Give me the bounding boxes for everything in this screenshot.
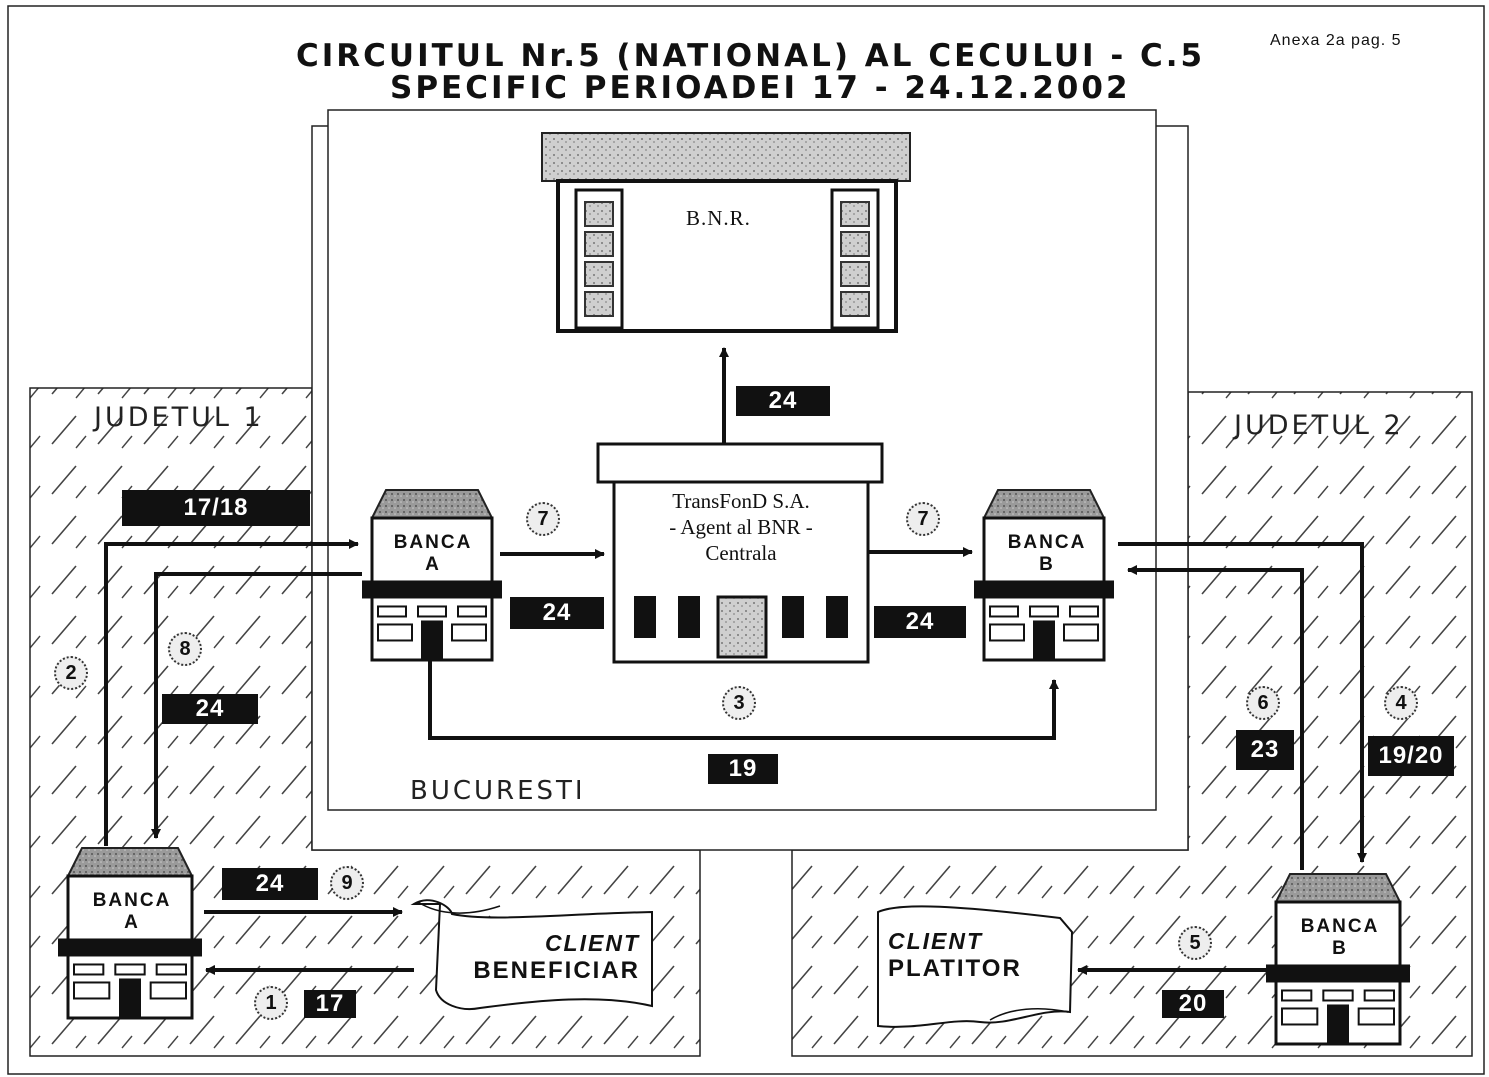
banca-a-center-building[interactable]: [362, 489, 502, 662]
banca-a-center-name: BANCA: [393, 532, 473, 553]
banca-b-local-building[interactable]: [1266, 873, 1410, 1046]
banca-b-local-name: BANCA: [1300, 916, 1380, 937]
banca-a-local-label: BANCA A: [70, 890, 194, 934]
date-tag-step-8: 24: [162, 694, 258, 724]
arrow-local-b-center-b: [1127, 565, 1304, 870]
bnr-building[interactable]: [541, 132, 911, 333]
date-tag-step-7b: 24: [874, 606, 966, 638]
client-platitor-scroll[interactable]: [877, 905, 1074, 1028]
arrow-local-a-center-a: [104, 539, 359, 846]
date-tag-step-1: 17: [304, 990, 356, 1018]
date-tag-step-2: 17/18: [122, 490, 310, 526]
date-tag-step-6: 23: [1236, 730, 1294, 770]
client-beneficiar-label: CLIENT BENEFICIAR: [440, 930, 640, 985]
date-tag-step-3: 19: [708, 754, 778, 784]
transfond-label: TransFonD S.A. - Agent al BNR - Centrala: [614, 488, 868, 566]
step-badge-2: 2: [54, 656, 88, 690]
banca-b-local-label: BANCA B: [1278, 916, 1402, 960]
date-tag-bnr: 24: [736, 386, 830, 416]
date-tag-step-4: 19/20: [1368, 736, 1454, 776]
title-line-1: CIRCUITUL Nr.5 (NATIONAL) AL CECULUI - C…: [296, 38, 1206, 74]
banca-a-local-building[interactable]: [58, 847, 202, 1020]
page-border: [7, 5, 1485, 1075]
transfond-line-2: - Agent al BNR -: [669, 515, 813, 539]
banca-b-local-letter: B: [1332, 938, 1348, 959]
client-platitor-label: CLIENT PLATITOR: [888, 928, 1048, 983]
step-badge-7b: 7: [906, 502, 940, 536]
client-beneficiar-line-2: BENEFICIAR: [473, 957, 640, 984]
region-label-judetul-1: JUDETUL 1: [94, 402, 264, 433]
step-badge-6: 6: [1246, 686, 1280, 720]
banca-a-local-letter: A: [124, 912, 140, 933]
annex-label: Anexa 2a pag. 5: [1270, 32, 1402, 49]
banca-b-center-letter: B: [1039, 554, 1055, 575]
banca-b-center-name: BANCA: [1007, 532, 1087, 553]
bnr-label: B.N.R.: [686, 206, 751, 230]
step-badge-8: 8: [168, 632, 202, 666]
banca-a-center-letter: A: [425, 554, 441, 575]
arrow-banca-a-banca-b: [428, 660, 1059, 740]
client-beneficiar-line-1: CLIENT: [544, 930, 640, 956]
step-badge-1: 1: [254, 986, 288, 1020]
transfond-line-1: TransFonD S.A.: [672, 489, 810, 513]
flow-arrows: [104, 347, 1367, 975]
step-badge-4: 4: [1384, 686, 1418, 720]
step-badge-3: 3: [722, 686, 756, 720]
arrow-center-a-local-a: [151, 572, 362, 839]
region-label-bucuresti: BUCURESTI: [410, 776, 586, 806]
transfond-line-3: Centrala: [705, 541, 777, 565]
transfond-building[interactable]: [596, 442, 884, 664]
step-badge-7a: 7: [526, 502, 560, 536]
client-platitor-line-2: PLATITOR: [888, 955, 1022, 982]
arrow-center-b-local-b: [1118, 542, 1367, 863]
banca-a-center-label: BANCA A: [372, 532, 494, 576]
banca-b-center-label: BANCA B: [986, 532, 1108, 576]
client-platitor-line-1: CLIENT: [888, 928, 984, 954]
step-badge-5: 5: [1178, 926, 1212, 960]
step-badge-9: 9: [330, 866, 364, 900]
client-beneficiar-scroll[interactable]: [410, 899, 653, 1010]
region-label-judetul-2: JUDETUL 2: [1234, 410, 1404, 441]
banca-b-center-building[interactable]: [974, 489, 1114, 662]
date-tag-step-7a: 24: [510, 597, 604, 629]
banca-a-local-name: BANCA: [92, 890, 172, 911]
date-tag-step-9: 24: [222, 868, 318, 900]
date-tag-step-5: 20: [1162, 990, 1224, 1018]
title-line-2: SPECIFIC PERIOADEI 17 - 24.12.2002: [390, 70, 1131, 106]
